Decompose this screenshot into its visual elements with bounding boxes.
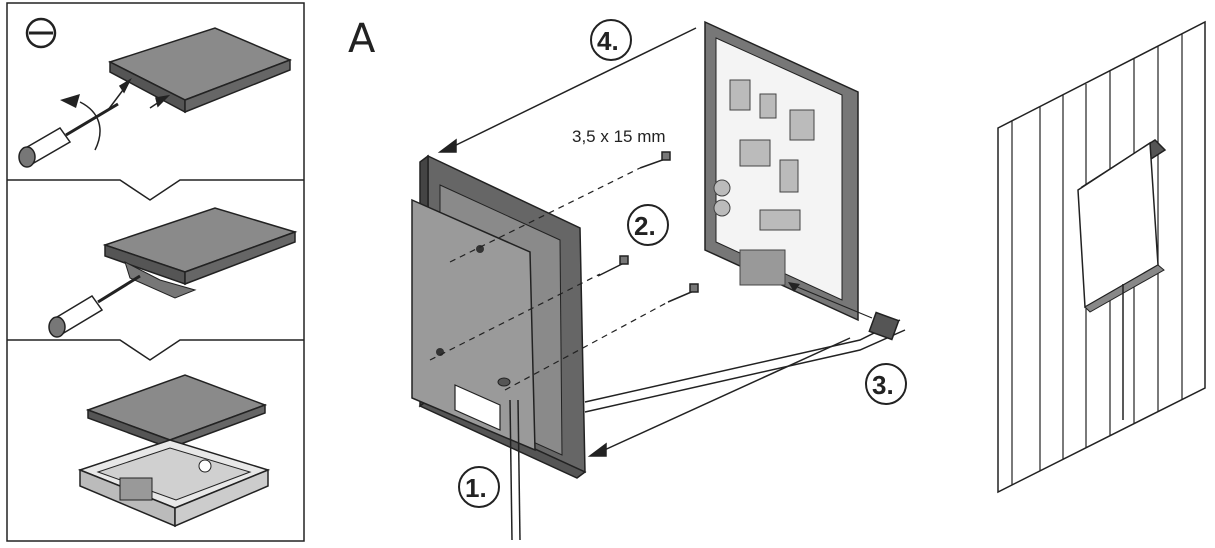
lid-removed-illustration — [85, 374, 268, 450]
lid-pry-illustration — [102, 207, 298, 299]
assembly-arrows — [437, 27, 851, 457]
screw-dimension-label: 3,5 x 15 mm — [572, 127, 666, 146]
step-callout-1: 1. — [458, 466, 500, 508]
step-4-label: 4. — [597, 26, 619, 56]
screwdriver-icon — [18, 102, 119, 168]
panel-letter: A — [348, 16, 376, 62]
step-1-label: 1. — [465, 473, 487, 503]
base-housing-illustration — [77, 439, 271, 528]
mounting-screws — [597, 151, 699, 303]
step-2-label: 2. — [634, 211, 656, 241]
step-callout-3: 3. — [865, 363, 907, 405]
connector-plug — [788, 282, 900, 341]
mounted-control-panel — [1077, 139, 1167, 420]
rotate-arrow-icon — [60, 94, 101, 151]
lid-closed-illustration — [108, 27, 293, 114]
step-callout-4: 4. — [590, 19, 632, 61]
disassembly-steps-panel — [6, 2, 305, 542]
step-3-label: 3. — [872, 370, 894, 400]
step-callout-2: 2. — [627, 204, 669, 246]
screwdriver-icon — [48, 274, 141, 338]
screw-guide-lines — [429, 167, 669, 391]
minus-circle-icon — [25, 17, 57, 49]
electronics-board — [704, 20, 859, 322]
push-arrows — [107, 78, 171, 111]
front-cover — [411, 154, 587, 479]
